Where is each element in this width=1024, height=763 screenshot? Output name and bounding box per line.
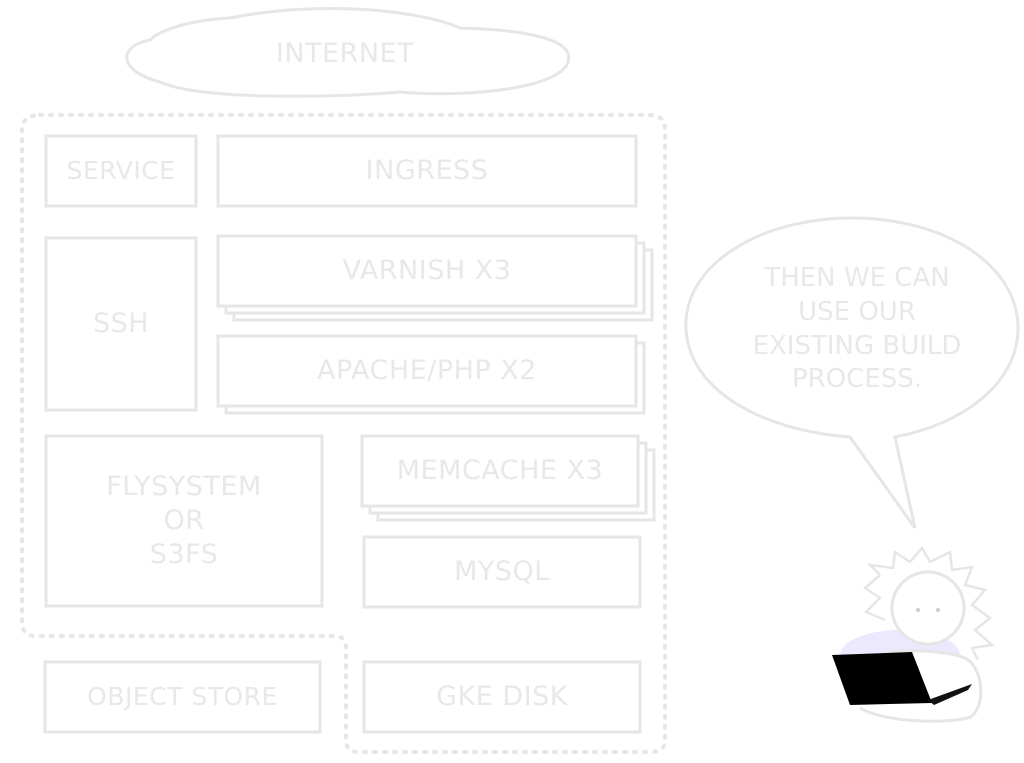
speech-line: EXISTING BUILD bbox=[752, 330, 962, 361]
memcache-box bbox=[360, 434, 640, 508]
ingress-label: INGRESS bbox=[365, 155, 489, 187]
laptop-base-icon bbox=[928, 684, 972, 705]
object-store-label: OBJECT STORE bbox=[87, 682, 278, 712]
memcache-label: MEMCACHE X3 bbox=[396, 455, 604, 487]
object-store-box bbox=[43, 660, 322, 734]
service-box bbox=[44, 134, 198, 208]
apache-label: APACHE/PHP X2 bbox=[317, 355, 537, 387]
mysql-label: MYSQL bbox=[454, 556, 550, 588]
internet-cloud bbox=[125, 7, 571, 98]
speech-line: THEN WE CAN bbox=[764, 263, 950, 293]
flysystem-label: FLYSYSTEM OR S3FS bbox=[106, 471, 262, 570]
service-label: SERVICE bbox=[66, 156, 176, 186]
right-eye-icon bbox=[935, 607, 941, 613]
gke-disk-box bbox=[362, 660, 642, 734]
person-figure bbox=[832, 545, 995, 723]
internet-label: INTERNET bbox=[275, 38, 415, 70]
gke-disk-label: GKE DISK bbox=[436, 681, 568, 713]
speech-bubble bbox=[684, 216, 1020, 529]
varnish-label: VARNISH X3 bbox=[342, 255, 512, 287]
flysystem-box bbox=[44, 434, 324, 608]
apache-box bbox=[216, 334, 638, 408]
ssh-label: SSH bbox=[92, 308, 150, 340]
varnish-box bbox=[216, 234, 638, 308]
cluster-boundary bbox=[20, 113, 667, 754]
hair-spikes-icon bbox=[866, 545, 995, 661]
ssh-box bbox=[44, 236, 198, 412]
speech-line: PROCESS. bbox=[791, 364, 923, 395]
ingress-box bbox=[216, 134, 638, 208]
speech-bubble-text: THEN WE CAN USE OUR EXISTING BUILD PROCE… bbox=[712, 262, 1002, 397]
head-icon bbox=[890, 570, 966, 646]
mysql-box bbox=[362, 535, 642, 609]
left-eye-icon bbox=[915, 607, 921, 613]
speech-line: USE OUR bbox=[798, 296, 916, 327]
laptop-screen-icon bbox=[832, 652, 932, 705]
